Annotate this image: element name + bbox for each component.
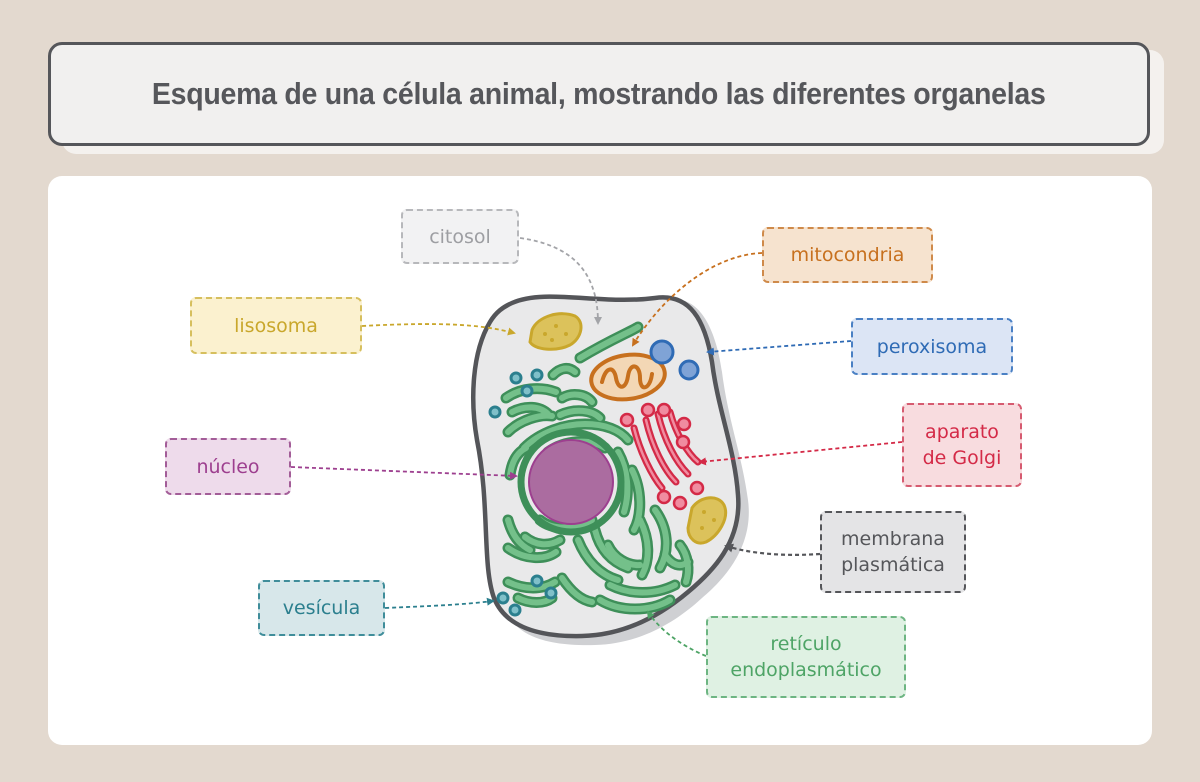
arrow-reticulo <box>646 610 707 657</box>
label-nucleo: núcleo <box>165 438 291 495</box>
label-membrana-plasmatica: membrana plasmática <box>820 511 966 593</box>
mitochondrion <box>589 352 667 402</box>
lysosome-2 <box>686 496 727 545</box>
peroxisome <box>649 339 700 381</box>
label-vesicula: vesícula <box>258 580 385 636</box>
arrow-nucleo <box>290 466 518 480</box>
arrow-golgi <box>698 441 903 466</box>
vesicles <box>488 368 558 617</box>
arrow-vesicula <box>384 597 495 609</box>
label-reticulo-endoplasmatico: retículo endoplasmático <box>706 616 906 698</box>
arrow-citosol <box>519 237 602 325</box>
nucleus <box>517 428 625 536</box>
arrow-mitocondria <box>631 252 763 347</box>
arrow-peroxisoma <box>706 340 852 356</box>
label-citosol: citosol <box>401 209 519 264</box>
label-lisosoma: lisosoma <box>190 297 362 354</box>
lysosome <box>528 312 583 351</box>
arrow-membrana <box>724 543 821 556</box>
diagram-title: Esquema de una célula animal, mostrando … <box>152 76 1046 111</box>
arrow-lisosoma <box>361 323 516 336</box>
title-box: Esquema de una célula animal, mostrando … <box>48 42 1150 146</box>
label-mitocondria: mitocondria <box>762 227 933 283</box>
golgi-apparatus <box>619 402 705 511</box>
label-aparato-golgi: aparato de Golgi <box>902 403 1022 487</box>
label-peroxisoma: peroxisoma <box>851 318 1013 375</box>
